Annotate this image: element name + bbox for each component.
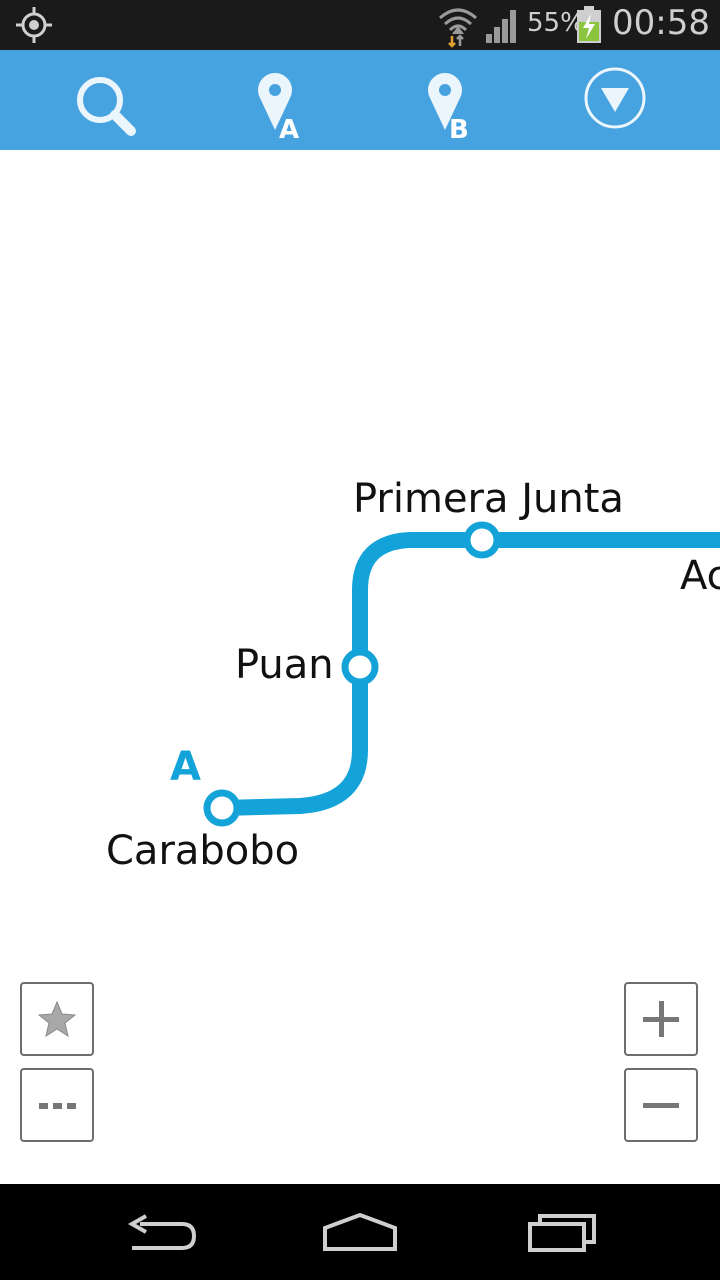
- station-dot-puan[interactable]: [341, 648, 379, 686]
- origin-marker: A: [170, 744, 201, 790]
- wifi-icon: [439, 8, 477, 48]
- more-icon: [39, 1103, 76, 1109]
- status-bar: 55% 00:58: [0, 0, 720, 50]
- destination-pin-icon: B: [428, 73, 469, 145]
- svg-text:B: B: [449, 115, 469, 144]
- search-button[interactable]: [60, 60, 150, 144]
- metro-map[interactable]: A Carabobo Puan Primera Junta Ac: [0, 150, 720, 1184]
- station-label-ac[interactable]: Ac: [680, 553, 720, 599]
- zoom-in-button[interactable]: [624, 982, 698, 1056]
- station-label-primera-junta[interactable]: Primera Junta: [353, 476, 624, 522]
- back-icon: [127, 1214, 197, 1250]
- metro-line: [203, 521, 720, 827]
- toolbar: A B: [0, 50, 720, 150]
- recent-apps-icon: [528, 1214, 596, 1252]
- station-label-puan[interactable]: Puan: [235, 642, 334, 688]
- more-button[interactable]: [20, 1068, 94, 1142]
- zoom-out-button[interactable]: [624, 1068, 698, 1142]
- origin-pin-icon: A: [258, 73, 299, 145]
- origin-button[interactable]: A: [230, 60, 320, 145]
- navigation-bar: [0, 1184, 720, 1280]
- dropdown-icon: [584, 67, 646, 129]
- station-dot-carabobo[interactable]: [203, 789, 241, 827]
- battery-percent: 55%: [527, 8, 585, 38]
- zoom-in-icon: [643, 1001, 679, 1037]
- battery-charging-icon: [577, 6, 601, 43]
- favorites-button[interactable]: [20, 982, 94, 1056]
- star-icon: [37, 1000, 77, 1038]
- gps-icon: [16, 7, 52, 43]
- home-button[interactable]: [310, 1202, 410, 1262]
- svg-text:A: A: [279, 115, 299, 144]
- clock: 00:58: [612, 3, 710, 43]
- recent-apps-button[interactable]: [510, 1202, 610, 1262]
- back-button[interactable]: [110, 1202, 210, 1262]
- home-icon: [323, 1212, 397, 1251]
- dropdown-button[interactable]: [570, 60, 660, 144]
- zoom-out-icon: [643, 1103, 679, 1108]
- signal-icon: [486, 10, 516, 43]
- station-label-carabobo[interactable]: Carabobo: [106, 828, 300, 874]
- search-icon: [77, 77, 136, 136]
- station-dot-primera-junta[interactable]: [463, 521, 501, 559]
- destination-button[interactable]: B: [400, 60, 490, 145]
